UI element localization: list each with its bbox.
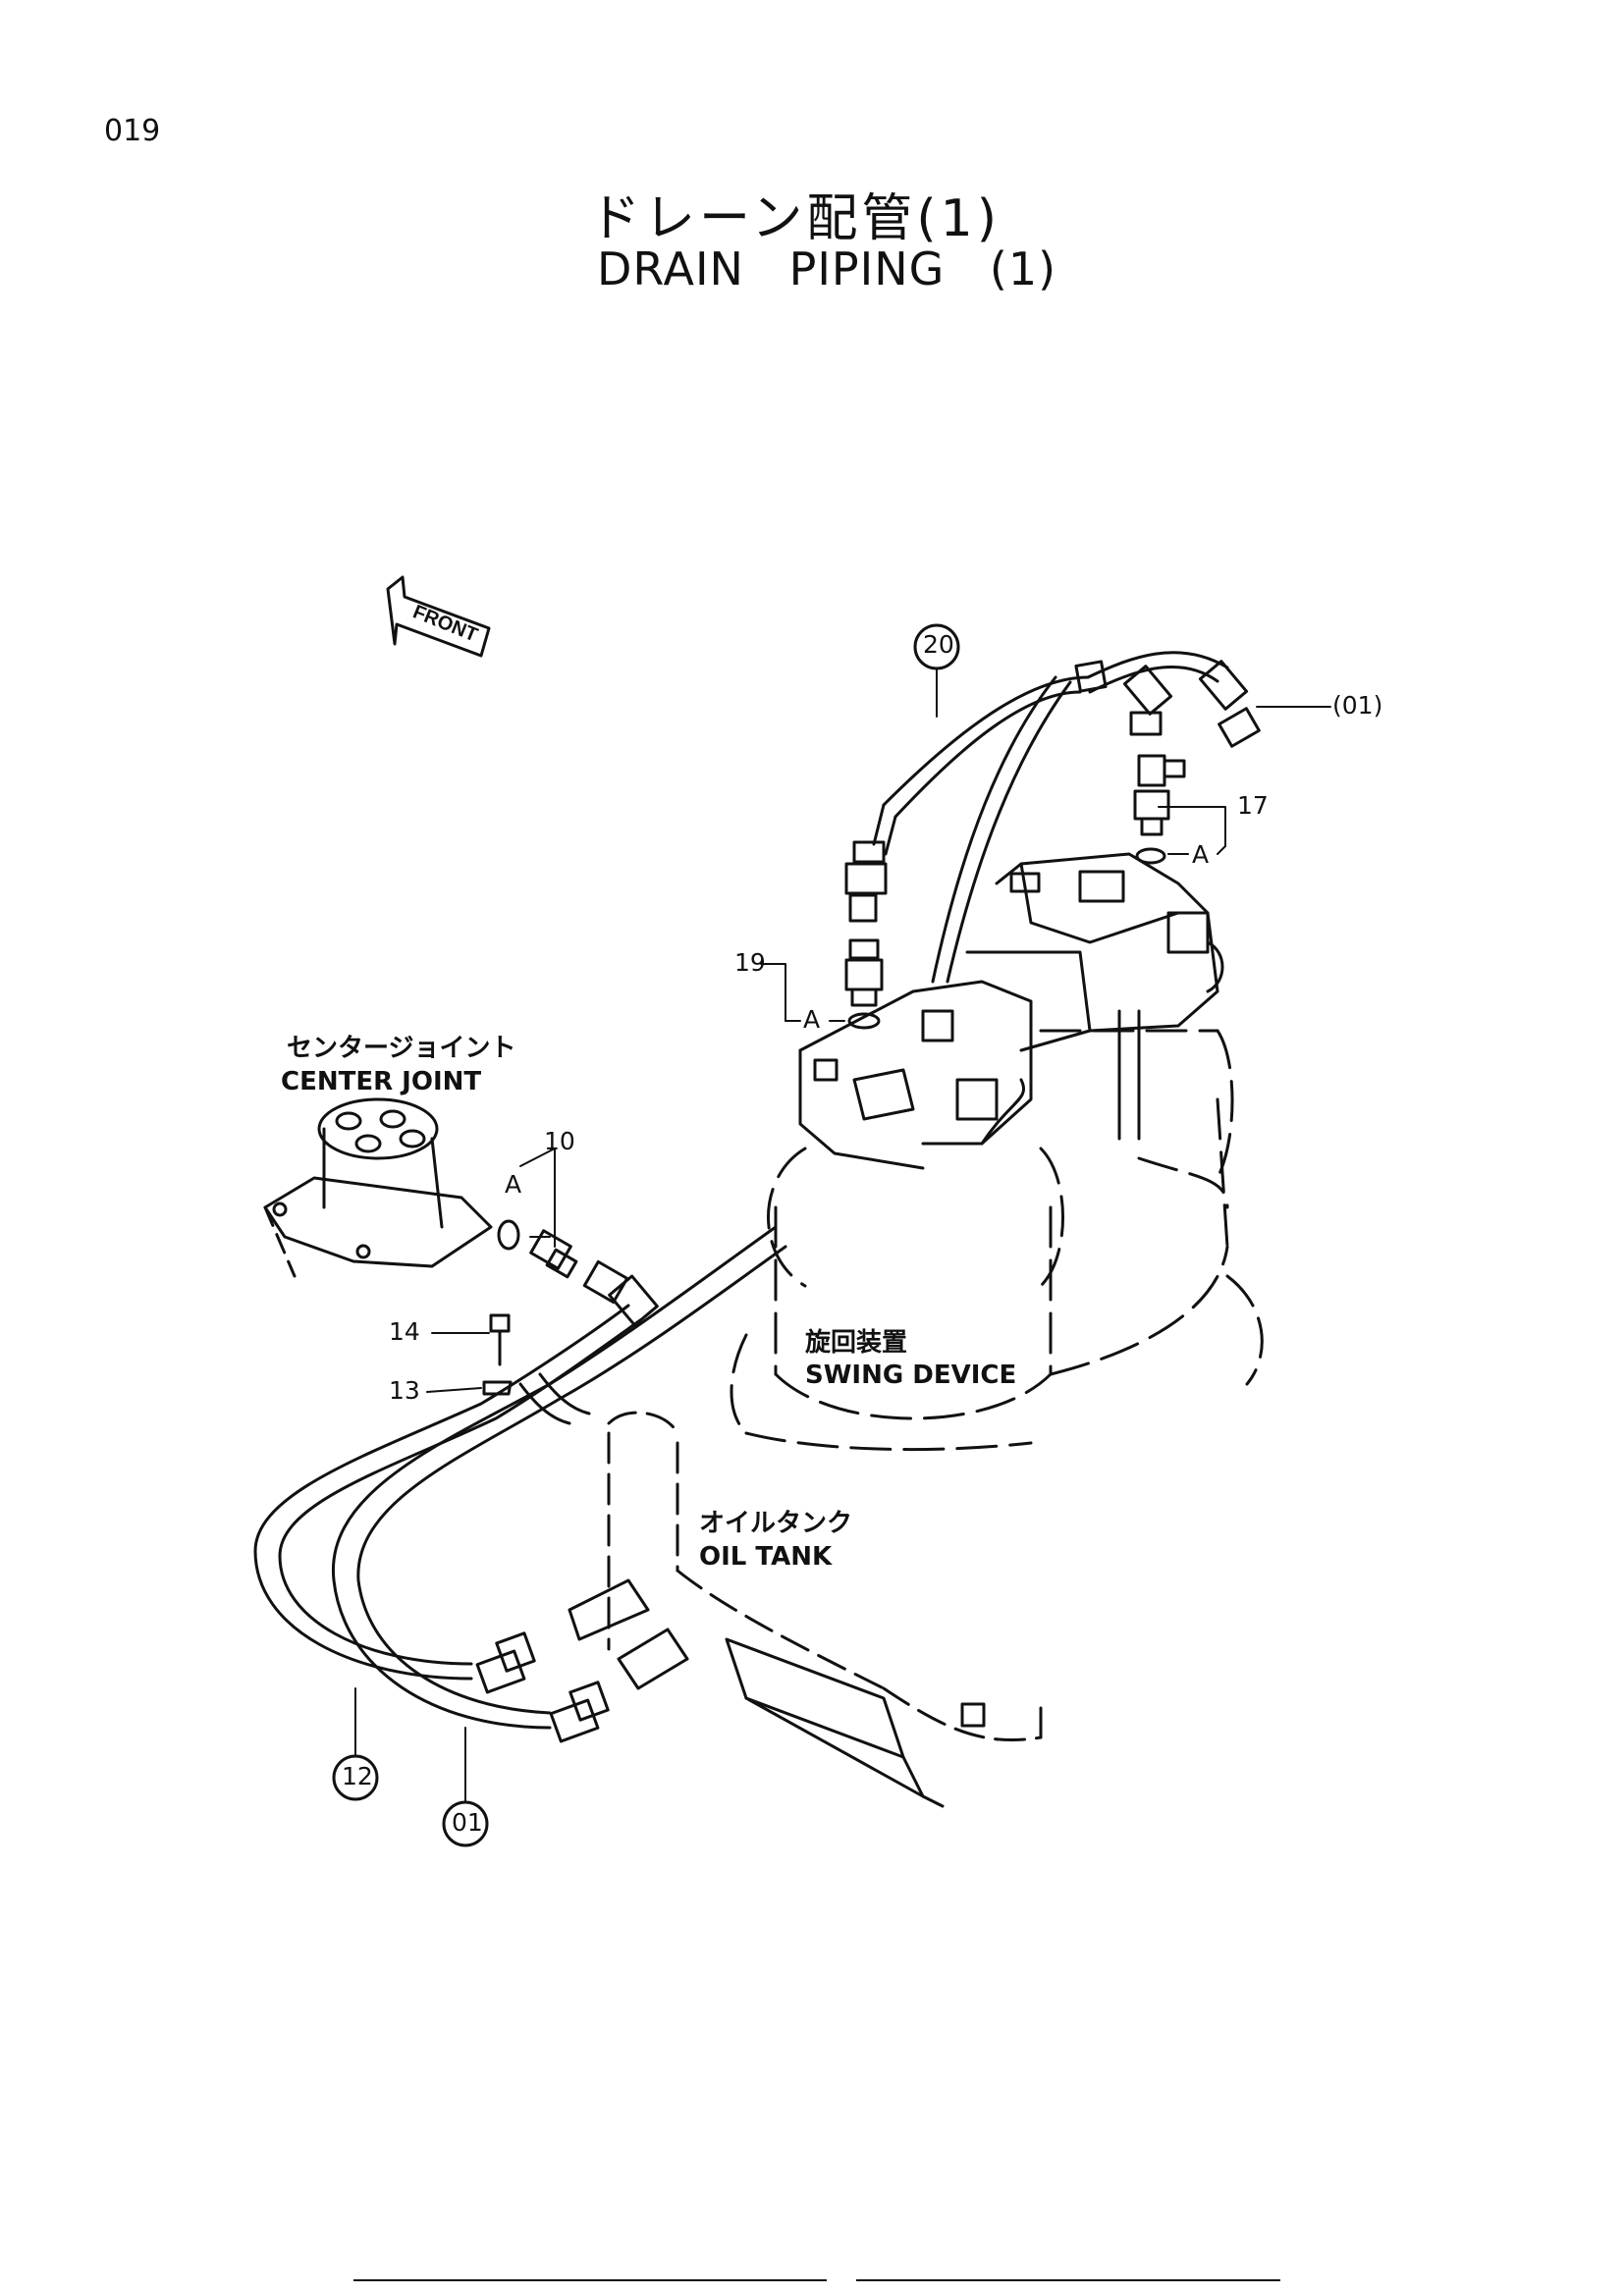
callout-a-17: A: [1192, 840, 1210, 869]
oil-tank-label-jp: オイルタンク: [699, 1509, 853, 1538]
callout-14: 14: [389, 1317, 420, 1346]
tee-fitting-17: [1129, 707, 1261, 865]
footer-rule-right: [856, 2279, 1280, 2281]
callout-20: 20: [923, 630, 954, 659]
adapter-10: [529, 1229, 659, 1327]
callout-a-10: A: [505, 1170, 522, 1199]
front-arrow-label: FRONT: [409, 601, 480, 646]
swing-device-label-en: SWING DEVICE: [805, 1361, 1017, 1390]
oil-tank-drawing: [568, 1411, 1043, 1808]
hose-20: [844, 651, 1249, 984]
leader-lines: [354, 667, 1331, 1803]
callout-10: 10: [544, 1127, 575, 1155]
oil-tank-label-en: OIL TANK: [699, 1542, 833, 1572]
callout-01-top: (01): [1332, 691, 1383, 720]
callout-12: 12: [342, 1762, 373, 1790]
swing-device-drawing: [730, 852, 1264, 1452]
callout-13: 13: [389, 1376, 420, 1405]
callout-01-bottom: 01: [452, 1808, 483, 1837]
swing-device-label-jp: 旋回装置: [805, 1328, 908, 1358]
page-title-english: DRAIN PIPING (1): [597, 242, 1057, 295]
adapter-19: [844, 938, 884, 1030]
callout-17: 17: [1237, 791, 1269, 820]
callout-a-19: A: [803, 1005, 821, 1034]
callout-19: 19: [734, 948, 766, 977]
front-arrow-icon: FRONT: [386, 575, 491, 658]
center-joint-drawing: [263, 1097, 520, 1278]
center-joint-label-en: CENTER JOINT: [281, 1067, 482, 1096]
center-joint-label-jp: センタージョイント: [287, 1034, 516, 1063]
page-number: 019: [104, 114, 161, 148]
lower-hoses: [253, 1225, 787, 1743]
page-title-japanese: ドレーン配管(1): [589, 189, 1001, 248]
footer-rule-left: [353, 2279, 827, 2281]
